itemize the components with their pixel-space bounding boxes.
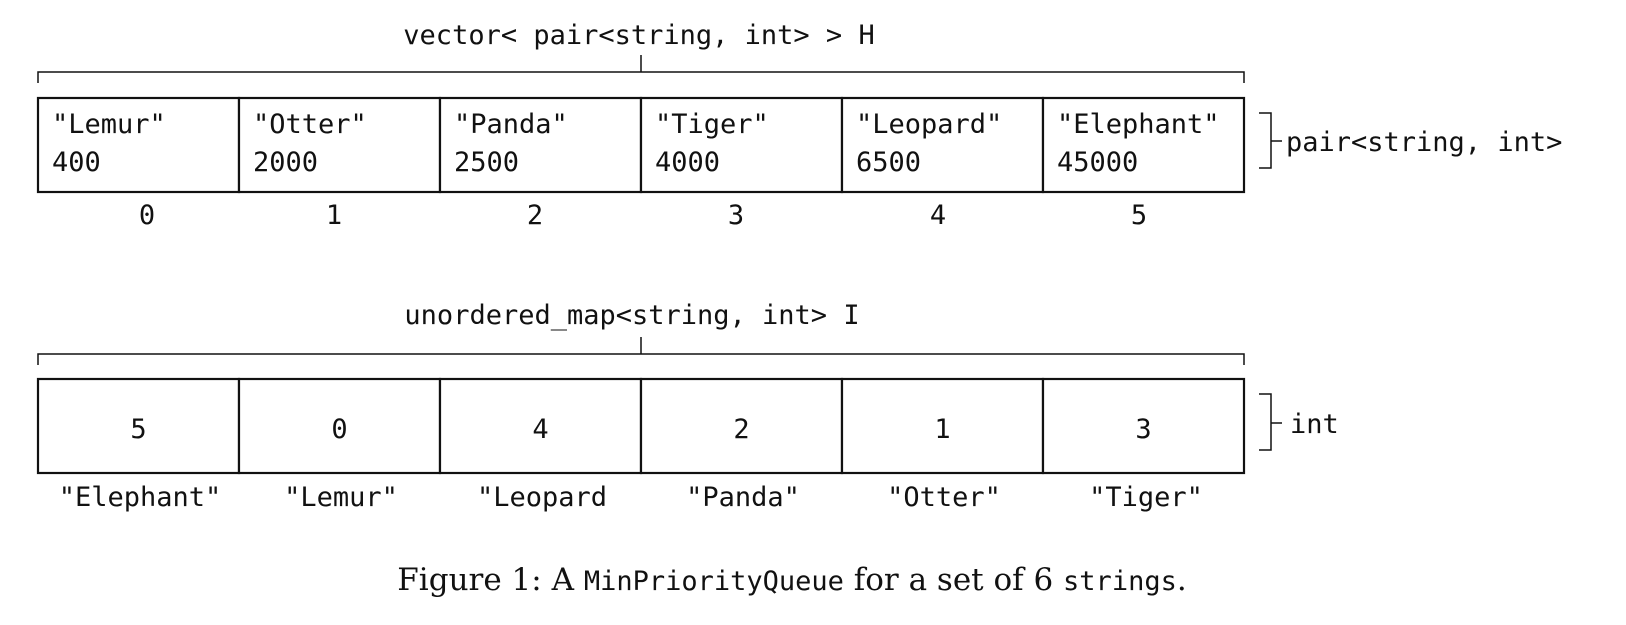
vector-index-label: 1 <box>326 200 342 231</box>
map-key-label: "Otter" <box>887 482 1001 513</box>
vector-index-label: 3 <box>728 200 744 231</box>
vector-index-label: 4 <box>930 200 946 231</box>
vector-brace <box>37 55 1245 83</box>
map-cell: 3 "Tiger" <box>1041 377 1246 513</box>
vector-cell: "Leopard" 6500 4 <box>840 96 1045 231</box>
map-cell: 1 "Otter" <box>840 377 1045 513</box>
vector-index-label: 5 <box>1131 200 1147 231</box>
vector-cell-box <box>840 96 1045 194</box>
vector-index-label: 2 <box>527 200 543 231</box>
vector-cell: "Elephant" 45000 5 <box>1041 96 1246 231</box>
figure-caption: Figure 1: A MinPriorityQueue for a set o… <box>397 562 1186 598</box>
map-cell: 0 "Lemur" <box>237 377 442 513</box>
map-section: unordered_map<string, int> I 5 "Elephant"… <box>36 300 1339 513</box>
vector-index-label: 0 <box>139 200 155 231</box>
vector-side-brace <box>1259 112 1282 169</box>
map-cell-value: 1 <box>934 414 950 445</box>
vector-side-label: pair<string, int> <box>1286 127 1562 158</box>
vector-section: vector< pair<string, int> > H "Lemur" 400… <box>36 20 1562 231</box>
vector-cell-value: 2000 <box>253 147 318 178</box>
map-key-label: "Panda" <box>686 482 800 513</box>
vector-cell-key: "Panda" <box>454 109 568 140</box>
caption-middle: for a set of 6 <box>844 562 1063 598</box>
vector-cell-key: "Leopard" <box>856 109 1002 140</box>
map-cell: 2 "Panda" <box>639 377 844 513</box>
map-key-label: "Lemur" <box>284 482 398 513</box>
vector-cell-box <box>36 96 241 194</box>
map-cell-box <box>36 377 241 475</box>
vector-cell-value: 4000 <box>655 147 720 178</box>
vector-cell: "Otter" 2000 1 <box>237 96 442 231</box>
map-side-label: int <box>1290 409 1339 440</box>
vector-cell-key: "Tiger" <box>655 109 769 140</box>
vector-cell-box <box>1041 96 1246 194</box>
map-cells: 5 "Elephant" 0 "Lemur" 4 "Leopard 2 "Panda" 1 "Ot… <box>36 377 1246 513</box>
map-cell-box <box>237 377 442 475</box>
vector-cell: "Tiger" 4000 3 <box>639 96 844 231</box>
vector-cell: "Panda" 2500 2 <box>438 96 643 231</box>
map-cell-value: 4 <box>532 414 548 445</box>
map-cell-value: 5 <box>130 414 146 445</box>
map-key-label: "Tiger" <box>1089 482 1203 513</box>
caption-type-name: strings <box>1063 566 1177 597</box>
caption-prefix: Figure 1: A <box>397 562 584 598</box>
vector-title: vector< pair<string, int> > H <box>403 20 874 51</box>
vector-cell-box <box>237 96 442 194</box>
map-cell-value: 2 <box>733 414 749 445</box>
caption-suffix: . <box>1177 562 1187 598</box>
map-side-brace <box>1259 393 1282 451</box>
map-key-label: "Elephant" <box>59 482 222 513</box>
vector-cell-value: 6500 <box>856 147 921 178</box>
map-cell-box <box>438 377 643 475</box>
vector-cells: "Lemur"4000"Otter"20001"Panda"25002"Tige… <box>36 96 1246 231</box>
map-brace <box>37 337 1245 365</box>
vector-cell-value: 2500 <box>454 147 519 178</box>
caption-class-name: MinPriorityQueue <box>584 566 844 597</box>
vector-cell: "Lemur" 400 0 <box>36 96 241 231</box>
map-cell-value: 0 <box>331 414 347 445</box>
vector-cell-value: 400 <box>52 147 101 178</box>
vector-cell-key: "Elephant" <box>1057 109 1220 140</box>
map-cell: 5 "Elephant" <box>36 377 241 513</box>
map-key-label: "Leopard <box>477 482 607 513</box>
map-cell-value: 3 <box>1135 414 1151 445</box>
vector-cell-key: "Lemur" <box>52 109 166 140</box>
vector-cell-value: 45000 <box>1057 147 1138 178</box>
vector-cell-key: "Otter" <box>253 109 367 140</box>
map-cell-box <box>639 377 844 475</box>
map-title: unordered_map<string, int> I <box>404 300 859 331</box>
vector-cell-box <box>438 96 643 194</box>
map-cell: 4 "Leopard <box>438 377 643 513</box>
map-cell-box <box>1041 377 1246 475</box>
